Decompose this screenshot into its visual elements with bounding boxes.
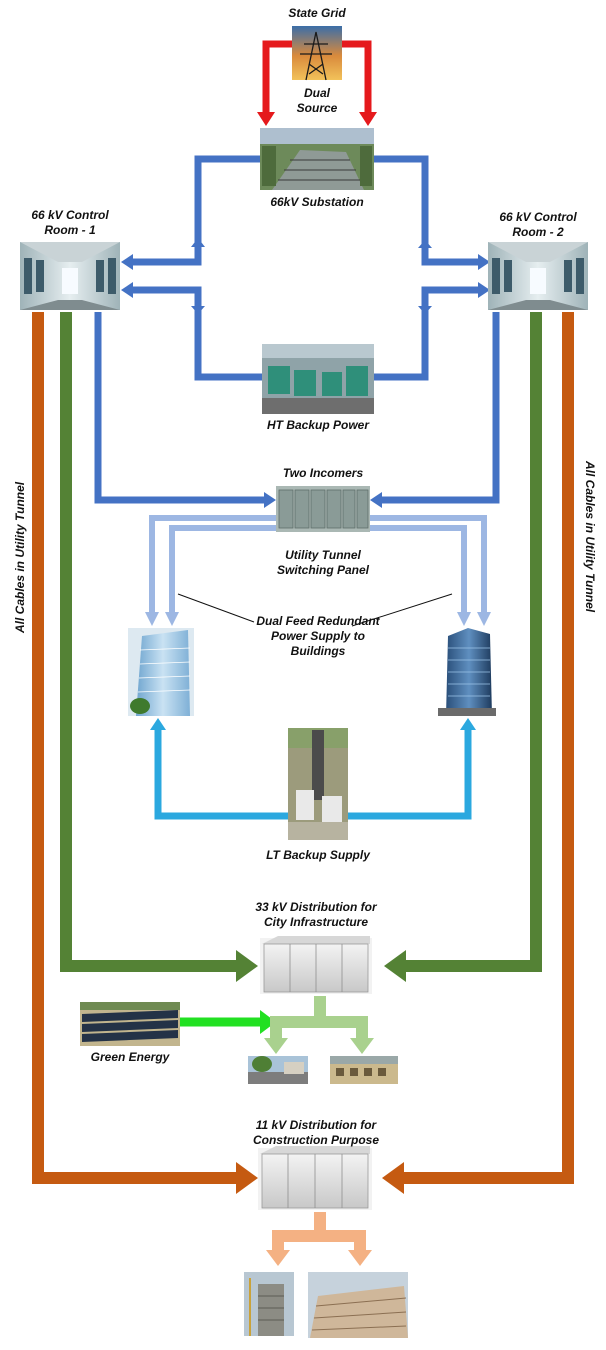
dist-11kv-label: 11 kV Distribution for Construction Purp… [252,1118,379,1147]
dual-feed-callout-right [351,593,453,627]
state-grid-label: State Grid [288,6,346,20]
control-room-2-icon [488,242,588,310]
ht-66kv-lines [94,155,500,504]
building-left-icon [128,628,194,716]
state-grid-arrowhead-left [257,112,275,126]
green-energy-arrowhead [260,1010,276,1034]
infrastructure-building-icon [330,1056,398,1084]
generator-yard-icon [262,344,374,414]
utility-tunnel-label-right: All Cables in Utility Tunnel [583,461,597,613]
dist-33kv-lines [60,312,542,972]
state-grid-feed-right [342,40,372,114]
dual-feed-label: Dual Feed Redundant Power Supply to Buil… [256,614,380,658]
dist-11kv-branch [272,1212,366,1252]
substation-to-room1 [130,155,260,266]
substation-icon [260,128,374,190]
lt-backup-yard-icon [288,728,348,840]
dist-11kv-arrowheads [236,1162,404,1194]
switchgear-panel-icon [276,486,370,532]
building-feed-lines [149,515,487,614]
green-energy-label: Green Energy [90,1050,170,1064]
dist-33kv-arrowheads [236,950,406,982]
lt-backup-lines [154,728,472,820]
state-grid-arrowhead-right [359,112,377,126]
kiosk-11kv-icon [258,1146,372,1210]
transmission-tower-icon [292,26,342,81]
utility-tunnel-label-left: All Cables in Utility Tunnel [13,481,27,633]
state-grid-feed-left [262,40,292,114]
control-room-1-label: 66 kV Control Room - 1 [31,208,109,237]
city-infrastructure-icon [248,1056,308,1084]
room1-to-switching-panel [94,312,266,504]
dual-source-label: Dual Source [296,86,338,115]
construction-site-icon [308,1272,408,1338]
control-room-2-label: 66 kV Control Room - 2 [499,210,577,239]
ht-backup-to-room2 [374,286,478,381]
building-feed-arrowheads [145,612,491,626]
control-room-1-icon [20,242,120,310]
ht-backup-to-room1 [130,286,262,381]
dist-33kv-label: 33 kV Distribution for City Infrastructu… [255,900,377,929]
construction-tower-icon [244,1272,294,1336]
dist-33kv-branch-arrowheads [264,1038,374,1054]
substation-to-room2 [374,155,478,266]
lt-backup-arrowheads [150,718,476,730]
two-incomers-label: Two Incomers [282,466,364,480]
dual-feed-callout-left [177,593,255,623]
kiosk-33kv-icon [260,936,372,994]
building-right-icon [438,628,496,716]
room2-to-switching-panel [378,312,500,504]
lt-backup-label: LT Backup Supply [266,848,370,862]
ht-backup-label: HT Backup Power [266,418,370,432]
switching-panel-label: Utility Tunnel Switching Panel [276,548,369,577]
dist-11kv-lines [32,312,574,1184]
solar-farm-icon [80,1002,180,1046]
dist-11kv-branch-arrowheads [266,1250,372,1266]
ht-66kv-arrowheads [121,238,490,508]
dist-33kv-branch [270,996,368,1040]
substation-label: 66kV Substation [270,195,364,209]
state-grid-feeds [262,40,372,114]
